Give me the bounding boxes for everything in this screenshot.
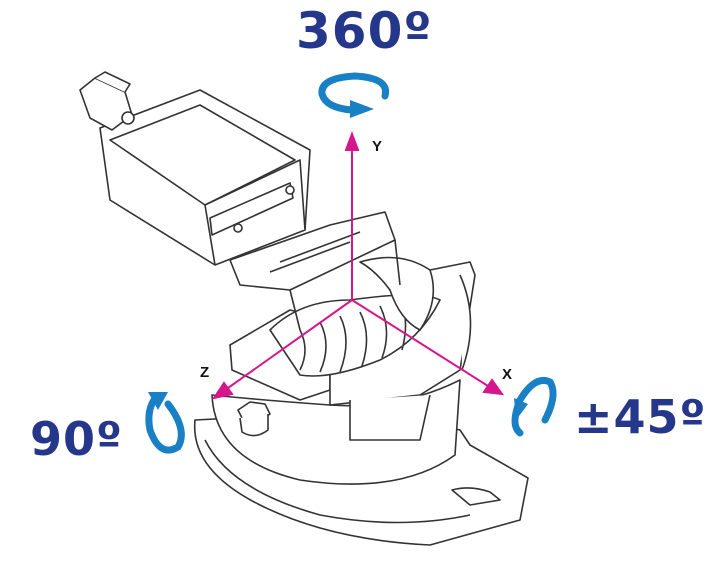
x-rotation-arrowhead bbox=[514, 398, 528, 420]
x-rotation-arrow-icon bbox=[511, 377, 557, 437]
axis-x-label: X bbox=[502, 366, 513, 383]
y-rotation-label: 360º bbox=[296, 2, 433, 60]
z-rotation-label: 90º bbox=[30, 412, 123, 466]
y-rotation-arrow-icon bbox=[318, 72, 390, 114]
y-rotation-arrowhead bbox=[350, 100, 374, 118]
x-axis-arrowhead bbox=[482, 378, 505, 396]
axis-y-label: Y bbox=[372, 138, 383, 155]
y-axis-arrowhead bbox=[344, 131, 360, 151]
z-axis-line bbox=[227, 299, 353, 389]
z-rotation-arrow-icon bbox=[145, 393, 185, 454]
axis-z-label: Z bbox=[200, 364, 210, 381]
x-axis-line bbox=[351, 299, 489, 387]
z-rotation-arrowhead bbox=[148, 392, 168, 410]
rotation-arrows bbox=[145, 72, 557, 454]
axes bbox=[211, 131, 505, 400]
x-rotation-label: ±45º bbox=[574, 390, 707, 444]
z-axis-arrowhead bbox=[211, 381, 234, 400]
vise-outline bbox=[79, 71, 529, 546]
